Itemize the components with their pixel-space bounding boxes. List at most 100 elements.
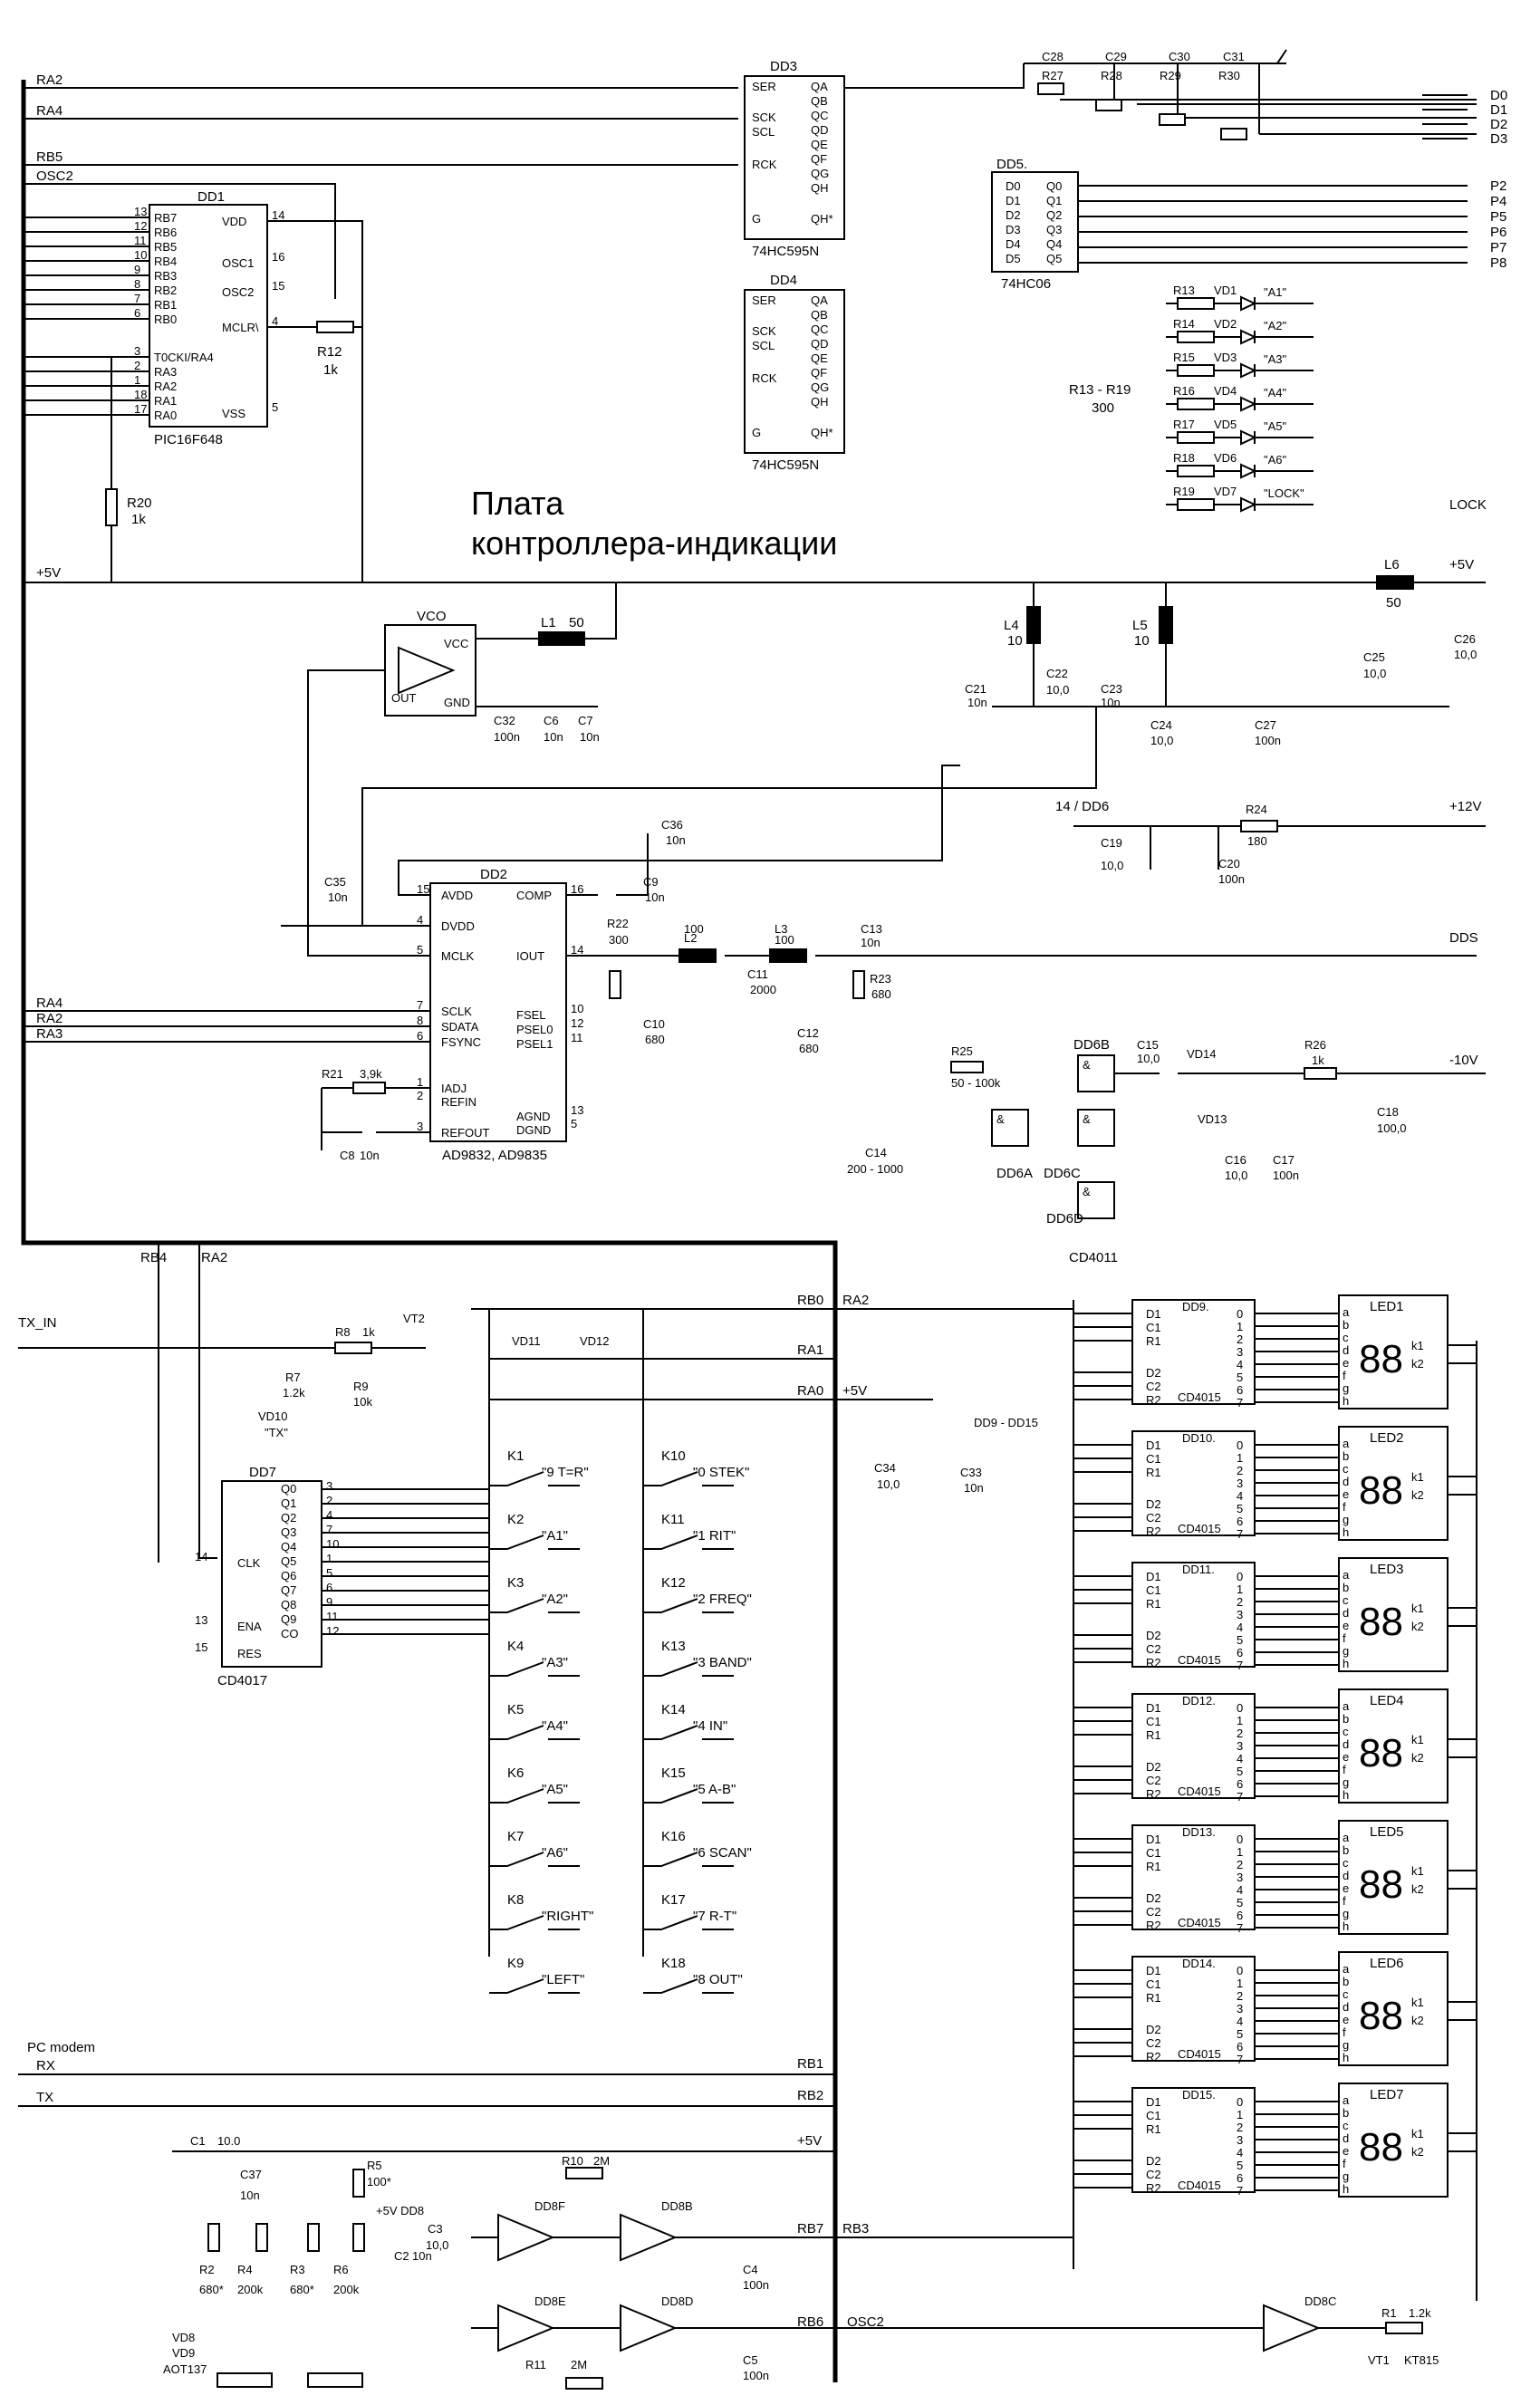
led-name: LED3 [1370, 1562, 1404, 1577]
svg-text:R4: R4 [237, 2263, 253, 2276]
svg-text:DD2: DD2 [480, 867, 507, 882]
pin-label: 3 [1237, 1608, 1243, 1621]
led-indicator-4-r: R17 [1173, 418, 1195, 431]
d-output-label: D2 [1490, 117, 1507, 132]
p-output-label: P6 [1490, 225, 1506, 240]
pin-label: e [1343, 1881, 1349, 1895]
pin-label: 7 [326, 1523, 332, 1536]
pin-label: c [1343, 1593, 1349, 1607]
pin-label: 7 [417, 998, 423, 1012]
pin-label: C2 [1146, 2036, 1161, 2050]
key-left-label: "A6" [542, 1845, 568, 1861]
pin-label: 16 [571, 882, 583, 896]
svg-text:10n: 10n [861, 936, 881, 949]
svg-text:DD1: DD1 [197, 189, 225, 205]
pin-label: 8 [417, 1014, 423, 1027]
dd1-pin-num: 9 [134, 263, 140, 276]
svg-text:10,0: 10,0 [1137, 1052, 1160, 1065]
pin-label: 2 [1237, 2121, 1243, 2134]
svg-text:DD8D: DD8D [661, 2294, 693, 2308]
title-line2: контроллера-индикации [471, 524, 837, 562]
pin-label: REFIN [441, 1095, 476, 1109]
dd1-pin-num: 10 [134, 248, 147, 262]
pin-label: 5 [1237, 1765, 1243, 1778]
pin-label: 2 [1237, 1595, 1243, 1609]
svg-text:VD8: VD8 [172, 2331, 195, 2344]
svg-text:DD8B: DD8B [661, 2199, 693, 2213]
svg-text:+5V: +5V [842, 1383, 867, 1399]
pin-label: 0 [1237, 1964, 1243, 1977]
svg-text:+12V: +12V [1449, 799, 1481, 814]
dd1-pin-num: 7 [134, 292, 140, 305]
svg-text:R25: R25 [951, 1044, 973, 1058]
key-left-id: K4 [507, 1639, 524, 1654]
led-indicator-5-tag: "A6" [1264, 453, 1287, 467]
led-indicator-4-tag: "A5" [1264, 419, 1287, 433]
pin-label: f [1343, 2157, 1346, 2170]
pin-label: 5 [1237, 2027, 1243, 2041]
svg-text:L1: L1 [541, 615, 556, 630]
pin-label: e [1343, 2144, 1349, 2158]
pin-label: 5 [1237, 1371, 1243, 1384]
key-left-label: "9 T=R" [542, 1465, 589, 1480]
pin-label: 0 [1237, 2095, 1243, 2109]
svg-text:10n: 10n [328, 890, 348, 904]
title-line1: Плата [471, 485, 564, 522]
dd1-pin-num: 14 [272, 208, 284, 222]
display-blocks: DD9.CD4015D1C1R1D2C2R201234567LED188abcd… [1073, 1294, 1477, 2301]
led-indicator-0-tag: "A1" [1264, 285, 1287, 299]
pin-label: 1 [1237, 1451, 1243, 1465]
pin-label: b [1343, 1975, 1349, 1988]
svg-text:AD9832, AD9835: AD9832, AD9835 [442, 1148, 547, 1163]
svg-text:KT815: KT815 [1404, 2353, 1439, 2367]
pin-label: D1 [1146, 1701, 1161, 1715]
seven-seg-glyph: 88 [1359, 1862, 1403, 1907]
pin-label: 3 [1237, 2133, 1243, 2147]
dd1-pin-num: 8 [134, 277, 140, 291]
pin-label: 1 [1237, 1845, 1243, 1859]
svg-text:680: 680 [871, 987, 891, 1001]
svg-text:C5: C5 [743, 2353, 758, 2367]
cd4015-name: DD12. [1182, 1694, 1216, 1708]
dd1-pin-name: RB1 [154, 298, 177, 312]
pin-label: QB [811, 308, 828, 322]
dd1-pin-num: 18 [134, 388, 147, 401]
pin-label: Q3 [1046, 223, 1062, 236]
pin-label: h [1343, 1394, 1349, 1408]
pin-label: d [1343, 2131, 1349, 2145]
dd1-pin-name: RA3 [154, 365, 177, 379]
pin-label: 6 [326, 1581, 332, 1594]
pin-label: 14 [571, 943, 583, 957]
pin-label: 10 [326, 1537, 339, 1551]
key-right-id: K10 [661, 1448, 686, 1464]
pin-label: h [1343, 1919, 1349, 1933]
mid-bus-labels: RB0 RA2 RA1 RA0 RB1 RB2 RB7 RB3 RB6 OSC2 [797, 1293, 884, 2330]
keypad: K1"9 T=R"K2"A1"K3"A2"K4"A3"K5"A4"K6"A5"K… [489, 1448, 752, 1994]
svg-text:&: & [996, 1112, 1005, 1126]
dd1-pin-name: RA1 [154, 394, 177, 408]
pin-label: e [1343, 1356, 1349, 1370]
svg-text:100: 100 [684, 922, 704, 936]
svg-text:C30: C30 [1169, 50, 1190, 63]
display-block-1: DD9.CD4015D1C1R1D2C2R201234567LED188abcd… [1073, 1294, 1477, 1409]
svg-text:R5: R5 [367, 2159, 382, 2172]
svg-text:RA4: RA4 [36, 996, 63, 1011]
svg-text:DD6D: DD6D [1046, 1211, 1083, 1227]
svg-text:C31: C31 [1223, 50, 1245, 63]
pin-label: Q5 [281, 1554, 296, 1568]
svg-text:&: & [1083, 1112, 1091, 1126]
pin-label: k2 [1411, 2014, 1424, 2027]
key-right-id: K16 [661, 1829, 686, 1844]
pin-label: k2 [1411, 1751, 1424, 1765]
pin-label: R1 [1146, 1466, 1161, 1479]
display-block-2: DD10.CD4015D1C1R1D2C2R201234567LED288abc… [1073, 1426, 1477, 1541]
pin-label: 5 [571, 1117, 577, 1130]
svg-text:1k: 1k [1312, 1053, 1324, 1067]
pin-label: SER [752, 80, 776, 93]
r13-r19-label: R13 - R19 [1069, 382, 1131, 398]
svg-text:R24: R24 [1246, 803, 1267, 816]
pin-label: c [1343, 2119, 1349, 2132]
svg-text:R7: R7 [285, 1371, 301, 1384]
svg-text:300: 300 [1092, 400, 1114, 416]
pin-label: 5 [1237, 1896, 1243, 1910]
